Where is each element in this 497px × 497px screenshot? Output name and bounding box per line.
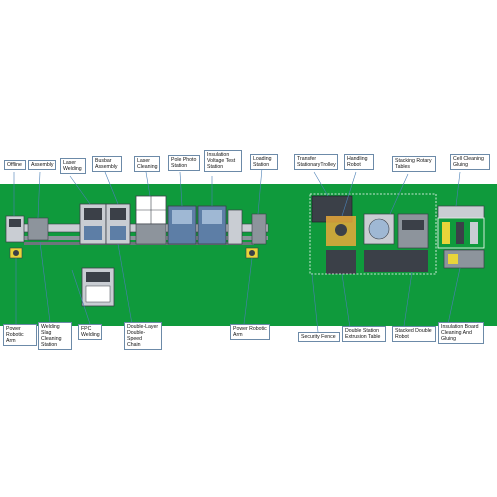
insulation-board-accent — [448, 254, 458, 264]
leader-lines — [13, 167, 461, 333]
busbar-panel — [110, 226, 126, 240]
label-power-robotic-arm-right: Power Robotic Arm — [230, 324, 270, 340]
leader-power-arm-right — [243, 257, 253, 325]
label-assembly: Assembly — [28, 160, 56, 170]
cell-cleaning-frame — [437, 217, 485, 249]
loading-machine — [227, 209, 243, 245]
leader-laser-cleaning — [145, 171, 151, 197]
label-fpc-welding: FPC Welding — [78, 324, 102, 340]
stacked-double-robot-detail — [402, 220, 424, 230]
label-insulation-board-gluing: Insulation Board Cleaning And Gluing — [438, 322, 484, 344]
left-robot-joint — [13, 250, 19, 256]
gluing-unit-2 — [456, 222, 464, 244]
laser-cleaning-base — [135, 223, 167, 245]
right-cell-base — [364, 250, 428, 272]
fpc-welding-top — [86, 272, 110, 282]
right-robot-joint — [249, 250, 255, 256]
stacking-rotary-disc — [368, 218, 390, 240]
label-cell-cleaning-gluing: Cell Cleaning Gluing — [450, 154, 490, 170]
handling-robot-joint — [335, 224, 347, 236]
stacked-double-robot — [397, 213, 429, 249]
label-handling-robot: Handling Robot — [344, 154, 374, 170]
leader-stacked-robot — [403, 271, 413, 327]
leader-busbar — [104, 171, 119, 205]
gluing-unit-1 — [442, 222, 450, 244]
leader-handling — [341, 171, 357, 217]
label-laser-welding: Laser Welding — [60, 158, 86, 174]
label-double-layer-chain: Double-Layer Double-Speed Chain — [124, 322, 162, 350]
label-laser-cleaning: Laser Cleaning — [134, 156, 160, 172]
security-fence-frame — [309, 193, 437, 275]
leader-fpc — [71, 269, 91, 325]
leader-cell-cleaning — [455, 171, 461, 207]
laser-welding-panel — [84, 226, 102, 240]
label-loading-station: Loading Station — [250, 154, 278, 170]
offline-station-detail — [9, 219, 21, 227]
leader-pole-photo — [179, 171, 183, 207]
fpc-welding-panel — [85, 285, 111, 303]
leader-assembly — [37, 171, 41, 219]
leader-security-fence — [311, 273, 319, 333]
label-double-station-extrusion: Double Station Extrusion Table — [342, 326, 386, 342]
leader-extrusion-table — [341, 273, 351, 329]
leader-transfer — [313, 171, 329, 197]
label-insulation-voltage-test: Insulation Voltage Test Station — [204, 150, 242, 172]
laser-welding-detail — [84, 208, 102, 220]
insulation-test-window — [202, 210, 222, 224]
label-welding-slag-cleaning: Welding Slag Cleaning Station — [38, 322, 72, 350]
label-power-robotic-arm-left: Power Robotic Arm — [3, 324, 37, 346]
loading-rack — [251, 213, 267, 245]
pole-photo-window — [172, 210, 192, 224]
leader-laser-welding — [69, 175, 91, 205]
leader-chain — [117, 243, 133, 325]
leader-stacking — [389, 173, 409, 215]
label-transfer-trolley: Transfer StationaryTrolley — [294, 154, 338, 170]
assembly-station — [27, 217, 49, 241]
leader-insulation-board — [447, 267, 461, 325]
label-offline: Offline — [4, 160, 26, 170]
cell-cleaning-machine — [437, 205, 485, 219]
label-pole-photo-station: Pole Photo Station — [168, 155, 200, 171]
label-stacked-double-robot: Stacked Double Robot — [392, 326, 436, 342]
busbar-detail — [110, 208, 126, 220]
label-busbar-assembly: Busbar Assembly — [92, 156, 122, 172]
double-station-table — [326, 250, 356, 274]
label-stacking-rotary-tables: Stacking Rotary Tables — [392, 156, 436, 172]
gluing-unit-3 — [470, 222, 478, 244]
label-security-fence: Security Fence — [298, 332, 340, 342]
leader-welding-slag — [39, 241, 51, 323]
leader-loading — [257, 167, 263, 215]
